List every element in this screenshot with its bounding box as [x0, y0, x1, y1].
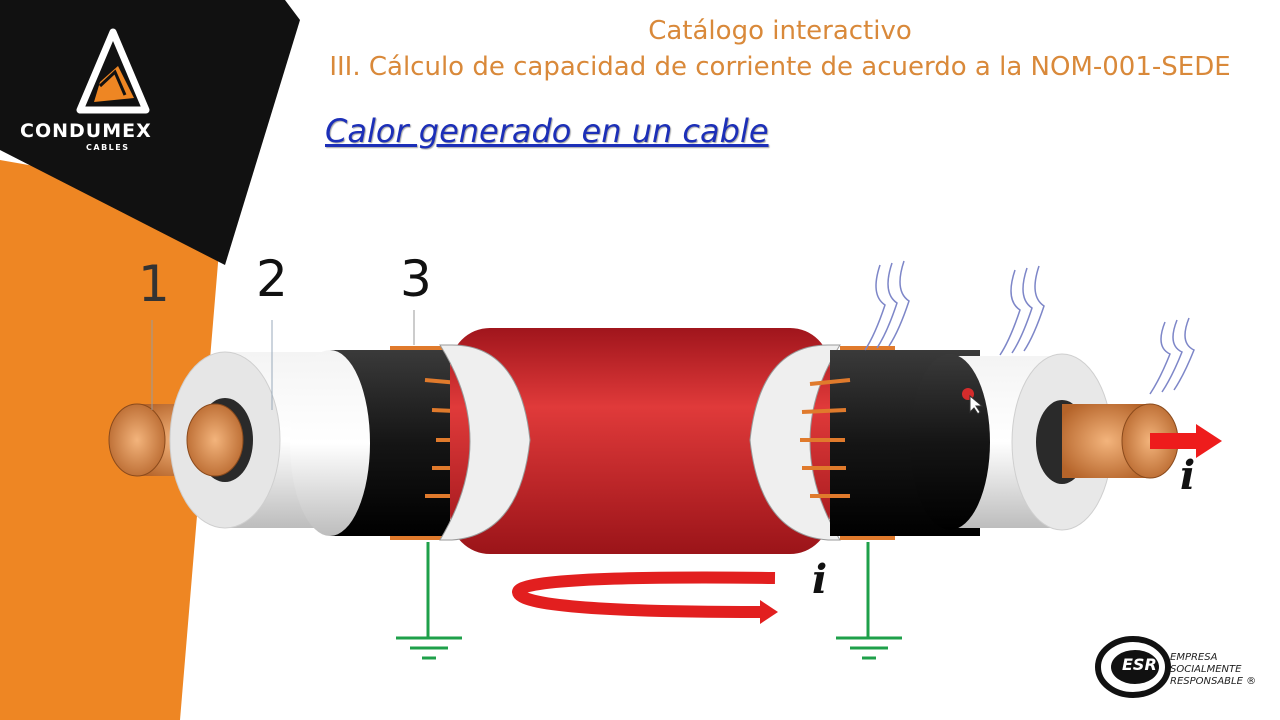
metallic-screen-right: [800, 346, 895, 540]
condumex-logo-icon: [76, 28, 150, 114]
catalog-title: Catálogo interactivo: [648, 16, 912, 46]
esr-logo-icon: [1095, 636, 1171, 698]
esr-badge: ESR: [1122, 655, 1157, 674]
current-arrow-icon: [511, 571, 778, 624]
esr-line-3: RESPONSABLE ®: [1170, 676, 1257, 687]
brand-name: CONDUMEX: [20, 120, 152, 142]
esr-line-1: EMPRESA: [1170, 652, 1218, 663]
outer-jacket: [450, 328, 830, 554]
current-arrow-icon: [1150, 424, 1222, 458]
black-corner-panel: [0, 0, 300, 265]
mouse-cursor-icon: [962, 388, 984, 415]
conductor-left-end: [108, 403, 166, 477]
layer-label-1: 1: [138, 255, 170, 313]
heat-waves-icon: [864, 260, 1195, 395]
layer-label-2: 2: [256, 250, 288, 308]
slide-heading-link[interactable]: Calor generado en un cable: [325, 112, 769, 150]
current-label-bottom: i: [812, 556, 828, 603]
ground-symbol-icon: [836, 542, 902, 660]
layer-label-3: 3: [400, 250, 432, 308]
brand-subtitle: CABLES: [86, 143, 130, 152]
esr-line-2: SOCIALMENTE: [1170, 664, 1242, 675]
ground-symbol-icon: [396, 542, 462, 660]
catalog-subtitle: III. Cálculo de capacidad de corriente d…: [329, 52, 1231, 82]
current-label-right: i: [1180, 452, 1196, 499]
